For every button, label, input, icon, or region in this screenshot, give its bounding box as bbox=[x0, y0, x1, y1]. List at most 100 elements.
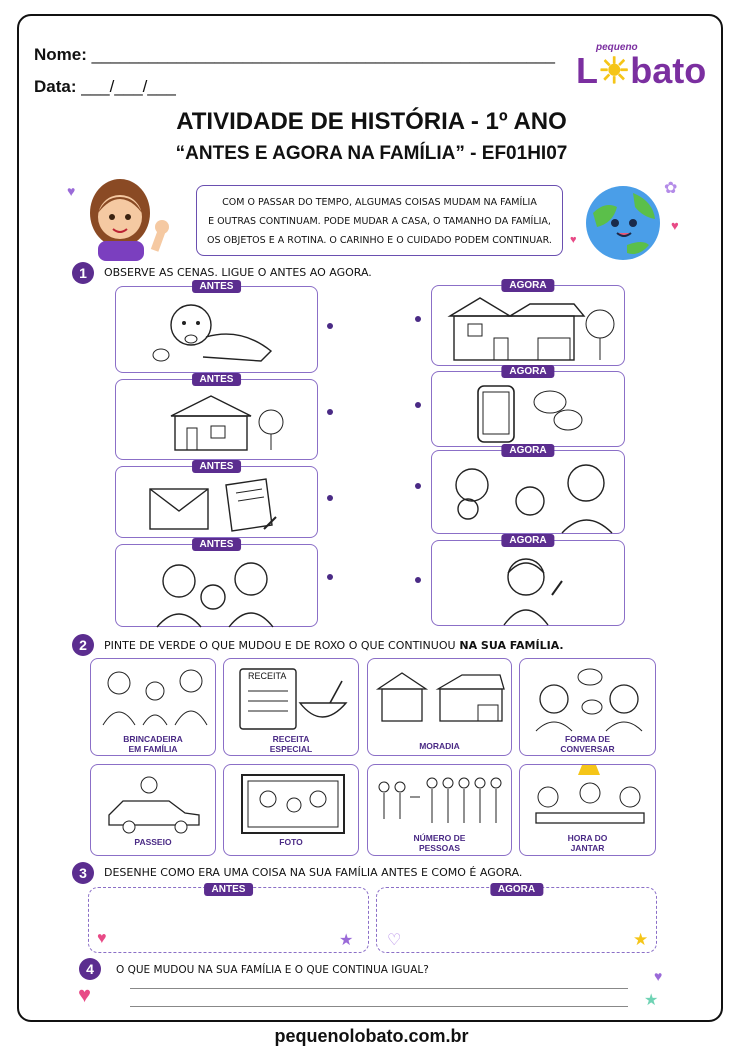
caption-line: EM FAMÍLIA bbox=[128, 744, 178, 754]
card-caption: FOTO bbox=[279, 837, 303, 847]
connect-dot[interactable] bbox=[415, 402, 421, 408]
caption-line: HORA DO bbox=[567, 833, 608, 843]
question-number-3: 3 bbox=[72, 862, 94, 884]
q2-card-passeio[interactable]: PASSEIO bbox=[90, 764, 216, 856]
recipe-inner-label: RECEITA bbox=[248, 671, 287, 681]
heart-icon: ♥ bbox=[97, 930, 107, 947]
family-play-icon bbox=[102, 669, 208, 726]
caption-line: ESPECIAL bbox=[269, 744, 313, 754]
intro-line-1: COM O PASSAR DO TEMPO, ALGUMAS COISAS MU… bbox=[222, 197, 537, 208]
card-caption: PASSEIO bbox=[134, 837, 172, 847]
heart-icon: ♥ bbox=[570, 234, 577, 246]
heart-icon: ♥ bbox=[654, 968, 663, 984]
earth-icon bbox=[586, 186, 660, 260]
connect-dot[interactable] bbox=[415, 316, 421, 322]
date-blank: ___/___/___ bbox=[81, 77, 176, 96]
new-house-icon bbox=[447, 297, 615, 361]
star-icon: ★ bbox=[644, 992, 659, 1009]
logo-word: bato bbox=[630, 50, 707, 91]
q2-card-moradia[interactable]: MORADIA bbox=[367, 658, 512, 756]
antes-tag: ANTES bbox=[191, 538, 242, 551]
draw-area-agora[interactable]: AGORA ♡ ★ bbox=[376, 883, 657, 953]
q2-card-foto[interactable]: FOTO bbox=[223, 764, 359, 856]
logo-letter-l: L bbox=[576, 50, 598, 91]
q1-antes-card-baby[interactable]: ANTES bbox=[115, 280, 318, 373]
agora-tag: AGORA bbox=[501, 444, 555, 457]
agora-tag: AGORA bbox=[501, 279, 555, 292]
family-now-icon bbox=[455, 464, 613, 534]
connect-dot[interactable] bbox=[327, 409, 333, 415]
recipe-icon bbox=[239, 668, 348, 730]
q1-agora-card-house[interactable]: AGORA bbox=[431, 279, 625, 366]
boy-icon bbox=[503, 558, 563, 626]
connect-dot[interactable] bbox=[327, 574, 333, 580]
car-icon bbox=[108, 776, 200, 834]
conversation-icon bbox=[535, 668, 643, 732]
antes-tag: ANTES bbox=[191, 280, 242, 293]
q1-antes-card-family[interactable]: ANTES bbox=[115, 538, 318, 628]
page-subtitle: “ANTES E AGORA NA FAMÍLIA” - EF01HI07 bbox=[175, 143, 568, 164]
intro-line-3: OS OBJETOS E A ROTINA. O CARINHO E O CUI… bbox=[207, 235, 552, 246]
q1-antes-card-old-house[interactable]: ANTES bbox=[115, 373, 318, 460]
houses-icon bbox=[375, 672, 505, 722]
star-icon: ★ bbox=[633, 930, 649, 949]
question-number-4: 4 bbox=[79, 958, 101, 980]
caption-line: PESSOAS bbox=[418, 843, 461, 853]
question-3-text: DESENHE COMO ERA UMA COISA NA SUA FAMÍLI… bbox=[104, 866, 523, 879]
logo-main-text: L☀bato bbox=[576, 50, 706, 92]
q1-agora-card-family[interactable]: AGORA bbox=[431, 444, 625, 534]
q1-agora-card-boy[interactable]: AGORA bbox=[431, 534, 625, 626]
connect-dot[interactable] bbox=[415, 483, 421, 489]
question-number-1: 1 bbox=[72, 262, 94, 284]
heart-icon: ♥ bbox=[78, 982, 92, 1007]
baby-icon bbox=[152, 304, 273, 362]
old-house-icon bbox=[170, 395, 284, 451]
card-caption: MORADIA bbox=[419, 741, 460, 751]
letter-icon bbox=[149, 478, 277, 532]
footer-url[interactable]: pequenolobato.com.br bbox=[274, 1026, 469, 1046]
answer-line[interactable] bbox=[130, 1006, 628, 1007]
connect-dot[interactable] bbox=[415, 577, 421, 583]
caption-line: JANTAR bbox=[570, 843, 605, 853]
girl-icon bbox=[90, 179, 169, 261]
date-field[interactable]: Data: ___/___/___ bbox=[34, 77, 176, 97]
caption-line: CONVERSAR bbox=[560, 744, 615, 754]
people-count-icon bbox=[378, 777, 502, 823]
q1-antes-card-letter[interactable]: ANTES bbox=[115, 460, 318, 538]
star-icon: ★ bbox=[339, 932, 354, 949]
worksheet-border bbox=[17, 14, 723, 1022]
question-number-2: 2 bbox=[72, 634, 94, 656]
photo-icon bbox=[241, 774, 345, 834]
agora-tag: AGORA bbox=[501, 534, 555, 547]
flower-icon: ✿ bbox=[664, 180, 678, 197]
intro-box: COM O PASSAR DO TEMPO, ALGUMAS COISAS MU… bbox=[196, 185, 563, 256]
question-1-text: OBSERVE AS CENAS. LIGUE O ANTES AO AGORA… bbox=[104, 266, 372, 279]
question-2-text-a: PINTE DE VERDE O QUE MUDOU E DE ROXO O Q… bbox=[104, 639, 456, 652]
antes-tag: ANTES bbox=[191, 460, 242, 473]
family-icon bbox=[156, 562, 274, 628]
answer-line[interactable] bbox=[130, 988, 628, 989]
date-label: Data: bbox=[34, 77, 82, 96]
caption-line: BRINCADEIRA bbox=[123, 734, 183, 744]
caption-line: FORMA DE bbox=[564, 734, 610, 744]
caption-line: RECEITA bbox=[272, 734, 310, 744]
antes-tag: ANTES bbox=[191, 373, 242, 386]
q1-agora-card-phone[interactable]: AGORA bbox=[431, 365, 625, 447]
connect-dot[interactable] bbox=[327, 323, 333, 329]
draw-area-antes[interactable]: ANTES ♥ ★ bbox=[88, 883, 369, 953]
question-2-text-b: NA SUA FAMÍLIA. bbox=[455, 639, 564, 652]
name-field[interactable]: Nome: __________________________________… bbox=[34, 45, 555, 65]
agora-tag: AGORA bbox=[501, 365, 555, 378]
connect-dot[interactable] bbox=[327, 495, 333, 501]
name-blank: ________________________________________… bbox=[91, 45, 555, 64]
